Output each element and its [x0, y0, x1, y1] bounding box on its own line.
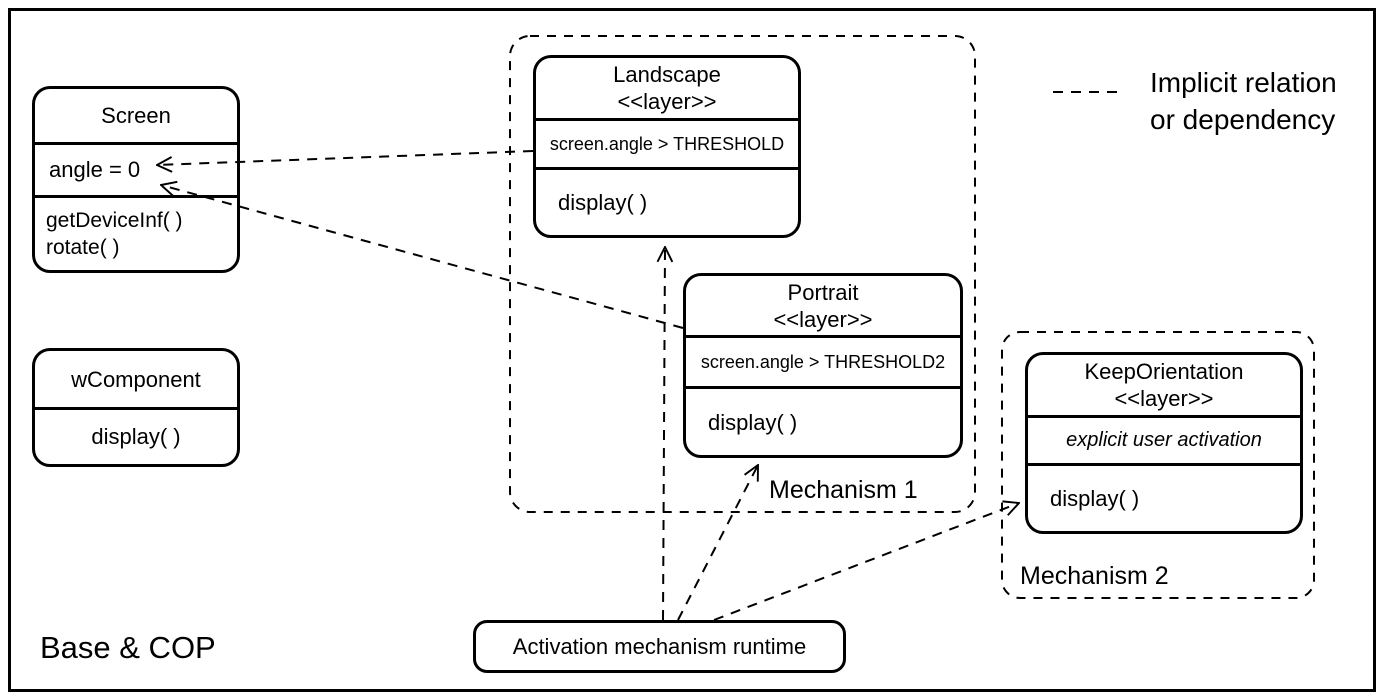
methods-compartment: display( ) [35, 407, 237, 464]
methods-compartment: display( ) [536, 167, 798, 235]
class-name: Landscape [613, 62, 721, 87]
class-box-screen: Screen angle = 0 getDeviceInf( ) rotate(… [32, 86, 240, 273]
class-name: Portrait [787, 279, 859, 305]
method-display: display( ) [558, 190, 648, 215]
methods-compartment: display( ) [686, 386, 960, 455]
outer-frame [8, 8, 1376, 692]
attributes-compartment: angle = 0 [35, 142, 237, 195]
activation-runtime-box: Activation mechanism runtime [473, 620, 846, 673]
method-display: display( ) [91, 424, 181, 449]
class-title: Portrait <<layer>> [686, 276, 960, 335]
method-display: display( ) [708, 409, 798, 435]
base-cop-label: Base & COP [40, 630, 216, 665]
activation-condition: explicit user activation [1066, 429, 1262, 451]
class-title: KeepOrientation <<layer>> [1028, 355, 1300, 415]
method-getdeviceinf: getDeviceInf( ) [46, 209, 183, 232]
condition-compartment: screen.angle > THRESHOLD2 [686, 335, 960, 386]
mechanism1-label: Mechanism 1 [769, 476, 918, 504]
activation-condition: screen.angle > THRESHOLD [549, 133, 785, 154]
condition-compartment: explicit user activation [1028, 415, 1300, 463]
class-name: KeepOrientation [1084, 359, 1244, 384]
class-title: Screen [101, 103, 171, 128]
methods-compartment: getDeviceInf( ) rotate( ) [35, 195, 237, 270]
stereotype-label: <<layer>> [773, 306, 873, 332]
legend-line1: Implicit relation [1150, 67, 1337, 98]
class-box-keeporientation: KeepOrientation <<layer>> explicit user … [1025, 352, 1303, 534]
method-display: display( ) [1050, 486, 1140, 511]
class-box-portrait: Portrait <<layer>> screen.angle > THRESH… [683, 273, 963, 458]
class-box-landscape: Landscape <<layer>> screen.angle > THRES… [533, 55, 801, 238]
legend-line2: or dependency [1150, 104, 1336, 135]
class-title: wComponent [71, 366, 201, 392]
activation-condition: screen.angle > THRESHOLD2 [700, 351, 946, 372]
stereotype-label: <<layer>> [1114, 386, 1214, 411]
activation-runtime-label: Activation mechanism runtime [512, 633, 807, 659]
method-rotate: rotate( ) [46, 236, 120, 259]
legend: Implicit relation or dependency [1150, 64, 1337, 138]
mechanism2-label: Mechanism 2 [1020, 562, 1169, 590]
attribute-angle: angle = 0 [49, 157, 141, 182]
stereotype-label: <<layer>> [617, 89, 717, 114]
class-box-wcomponent: wComponent display( ) [32, 348, 240, 467]
class-title: Landscape <<layer>> [536, 58, 798, 118]
methods-compartment: display( ) [1028, 463, 1300, 531]
condition-compartment: screen.angle > THRESHOLD [536, 118, 798, 167]
